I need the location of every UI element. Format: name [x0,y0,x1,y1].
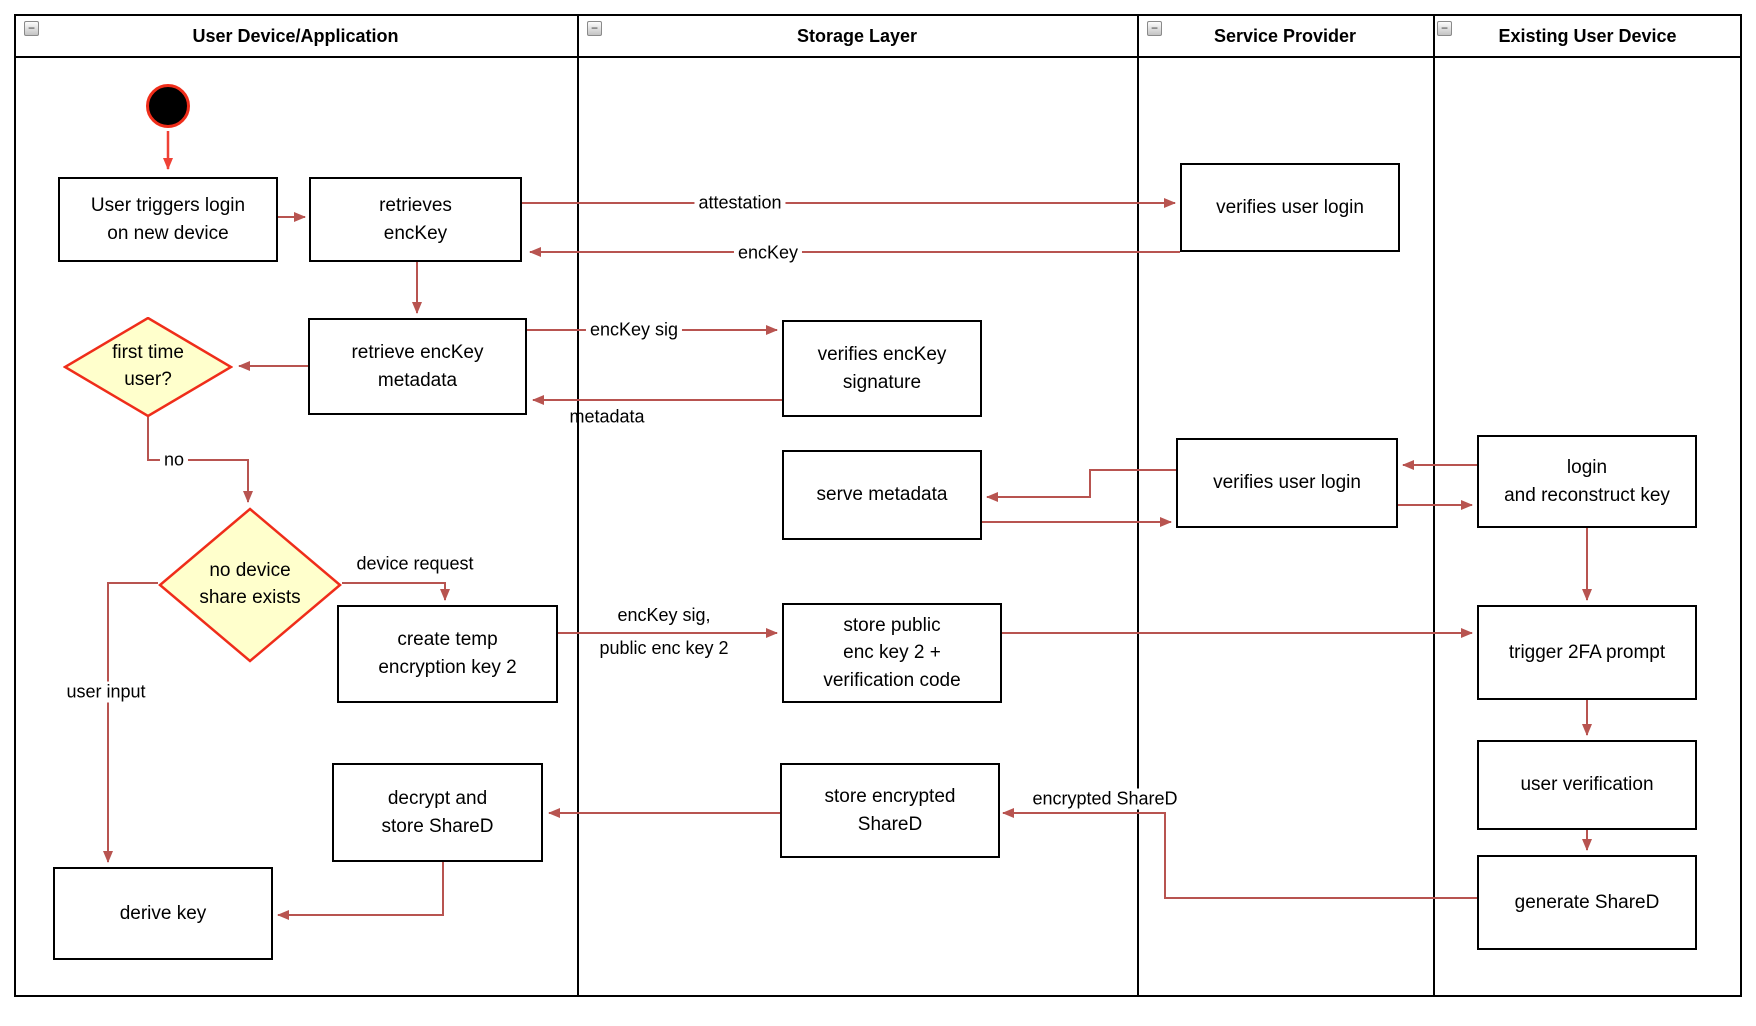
node-verifies-user-login-top[interactable]: verifies user login [1180,163,1400,252]
node-generate-shared[interactable]: generate ShareD [1477,855,1697,950]
node-label: user verification [1520,774,1654,796]
node-label: verifies encKey signature [817,343,947,393]
node-trigger-2fa-prompt[interactable]: trigger 2FA prompt [1477,605,1697,700]
node-label: store public enc key 2 + verification co… [823,614,961,691]
lane-header-user-device[interactable]: User Device/Application [192,25,399,46]
edge-label-metadata: metadata [569,406,645,427]
diamond-shape [158,507,342,663]
lane-divider [1137,14,1139,997]
node-label: verifies user login [1213,472,1361,494]
node-label: derive key [119,902,207,924]
node-label: verifies user login [1216,196,1364,218]
collapse-lane-icon[interactable]: − [24,21,39,36]
node-serve-metadata[interactable]: serve metadata [782,450,982,540]
node-label: retrieves encKey [379,194,452,244]
node-label: decrypt and store ShareD [381,787,494,837]
node-decrypt-store-shared[interactable]: decrypt and store ShareD [332,763,543,862]
node-derive-key[interactable]: derive key [53,867,273,960]
edge-label-enckey-sig-public: encKey sig, public enc key 2 [599,605,729,658]
node-label: login and reconstruct key [1504,456,1670,506]
node-label: serve metadata [816,484,948,506]
node-retrieve-enckey-metadata[interactable]: retrieve encKey metadata [308,318,527,415]
edge-label-device-request: device request [356,553,474,574]
decision-label: first time user? [112,342,184,390]
node-label: User triggers login on new device [90,194,246,244]
edge-label-encrypted-shared: encrypted ShareD [1028,788,1182,810]
node-user-triggers-login[interactable]: User triggers login on new device [58,177,278,262]
lane-header-storage-layer[interactable]: Storage Layer [796,25,918,46]
edge-label-enckey: encKey [733,242,803,264]
node-label: store encrypted ShareD [824,785,956,835]
node-create-temp-key[interactable]: create temp encryption key 2 [337,605,558,703]
node-label: create temp encryption key 2 [378,629,517,678]
diamond-shape [63,317,233,417]
edge-label-no: no [159,449,189,471]
node-store-public-key[interactable]: store public enc key 2 + verification co… [782,603,1002,703]
header-divider [14,56,1742,58]
decision-first-time-user[interactable]: first time user? [63,317,233,417]
collapse-lane-icon[interactable]: − [587,21,602,36]
node-retrieves-enckey[interactable]: retrieves encKey [309,177,522,262]
decision-label: no device share exists [199,560,301,608]
edge-label-attestation: attestation [694,192,786,214]
lane-header-existing-device[interactable]: Existing User Device [1498,25,1677,46]
node-label: generate ShareD [1514,891,1660,913]
decision-no-device-share[interactable]: no device share exists [158,507,342,663]
node-user-verification[interactable]: user verification [1477,740,1697,830]
lane-divider [1433,14,1435,997]
lane-header-service-provider[interactable]: Service Provider [1213,25,1357,46]
node-login-reconstruct-key[interactable]: login and reconstruct key [1477,435,1697,528]
node-verifies-user-login-mid[interactable]: verifies user login [1176,438,1398,528]
collapse-lane-icon[interactable]: − [1437,21,1452,36]
edge-label-user-input: user input [62,681,150,703]
node-store-encrypted-shared[interactable]: store encrypted ShareD [780,763,1000,858]
node-label: retrieve encKey metadata [351,341,484,391]
node-verifies-enckey-signature[interactable]: verifies encKey signature [782,320,982,417]
edge-label-enckey-sig: encKey sig [585,319,683,341]
start-node[interactable] [146,84,190,128]
collapse-lane-icon[interactable]: − [1147,21,1162,36]
lane-divider [577,14,579,997]
node-label: trigger 2FA prompt [1508,641,1666,663]
